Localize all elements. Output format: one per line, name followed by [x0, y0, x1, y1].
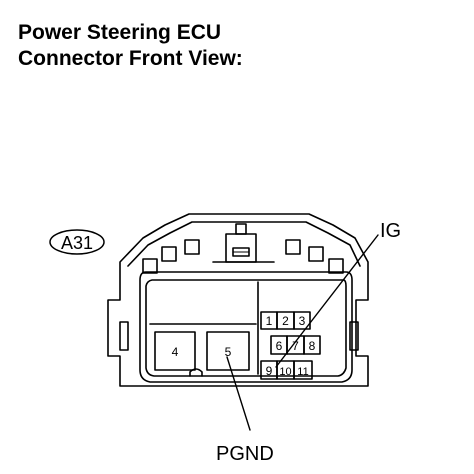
pgnd-callout-label: PGND	[216, 443, 274, 465]
title-line-2: Connector Front View:	[18, 47, 243, 70]
pin-8-label: 8	[309, 339, 316, 353]
pin-1-label: 1	[266, 314, 273, 328]
pin-3-label: 3	[299, 314, 306, 328]
pin-7-label: 7	[292, 339, 299, 353]
pgnd-leader-line	[226, 356, 251, 431]
pin-11: 11	[293, 360, 313, 380]
pin-1: 1	[260, 311, 278, 330]
pin-2-label: 2	[282, 314, 289, 328]
pin-6: 6	[270, 335, 288, 355]
pin-11-label: 11	[297, 366, 308, 378]
connector-housing	[107, 213, 369, 387]
pin-9-label: 9	[266, 364, 273, 378]
pin-4-label: 4	[172, 345, 179, 359]
pin-6-label: 6	[276, 339, 283, 353]
pin-7: 7	[286, 335, 305, 355]
pin-10-label: 10	[279, 366, 291, 378]
connector-code-badge: A31	[49, 229, 105, 255]
pin-4: 4	[154, 331, 196, 371]
pin-8: 8	[303, 335, 321, 355]
pin-5-label: 5	[225, 345, 232, 359]
diagram-title: Power Steering ECU Connector Front View:	[18, 20, 243, 72]
title-line-1: Power Steering ECU	[18, 21, 222, 44]
pin-3: 3	[293, 311, 311, 330]
pin-2: 2	[276, 311, 295, 330]
pin-5: 5	[206, 331, 250, 371]
ig-callout-label: IG	[380, 220, 401, 242]
ig-leader-line	[275, 234, 379, 368]
pin-10: 10	[276, 360, 295, 380]
connector-code-label: A31	[61, 233, 93, 253]
